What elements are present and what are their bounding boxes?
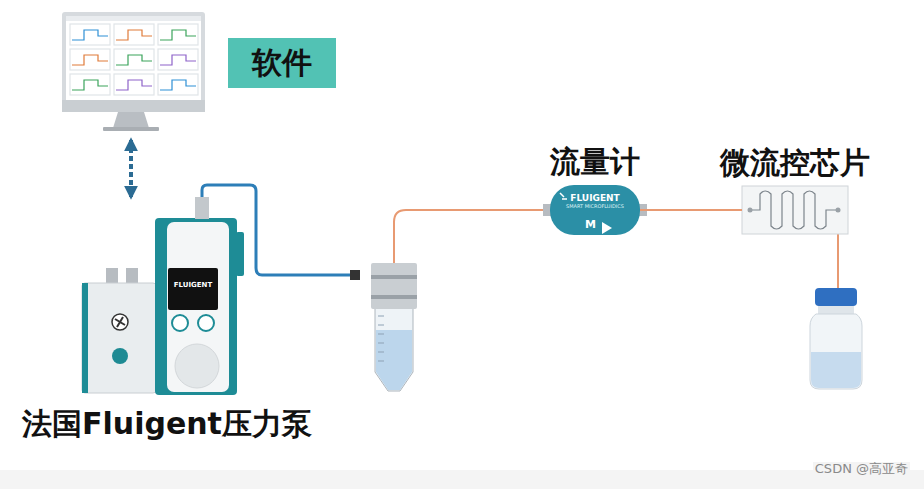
monitor (62, 12, 205, 131)
orange-tube (394, 210, 546, 263)
chip-title: 微流控芯片 (720, 146, 870, 181)
pressure-pump: FLUIGENT法国Fluigent压力泵 (80, 197, 245, 395)
reservoir-tube (371, 263, 417, 391)
software-label: 软件 (228, 38, 336, 88)
collection-bottle (810, 288, 862, 389)
microfluidic-chip: 微流控芯片 (742, 186, 848, 234)
flow-meter: 流量计FLUIGENTSMART MICROFLUIDICSM (550, 185, 640, 235)
screen-brand: FLUIGENT (168, 281, 218, 289)
meter-mode: M (585, 219, 596, 232)
pressure-pump (82, 197, 244, 395)
tube-link (640, 209, 742, 211)
microfluidic-chip (742, 186, 848, 234)
flow-meter-title: 流量计 (550, 145, 640, 180)
software-monitor: 软件 (62, 12, 207, 136)
watermark: CSDN @高亚奇 (813, 462, 910, 477)
pump-title: 法国Fluigent压力泵 (22, 407, 312, 442)
control-link (129, 140, 133, 197)
tube-connector (350, 270, 360, 280)
flow-meter (543, 185, 647, 235)
meter-tagline: SMART MICROFLUIDICS (550, 204, 640, 210)
meter-brand: FLUIGENT (550, 193, 640, 203)
blue-tube (202, 185, 352, 275)
bottom-band (0, 470, 924, 489)
